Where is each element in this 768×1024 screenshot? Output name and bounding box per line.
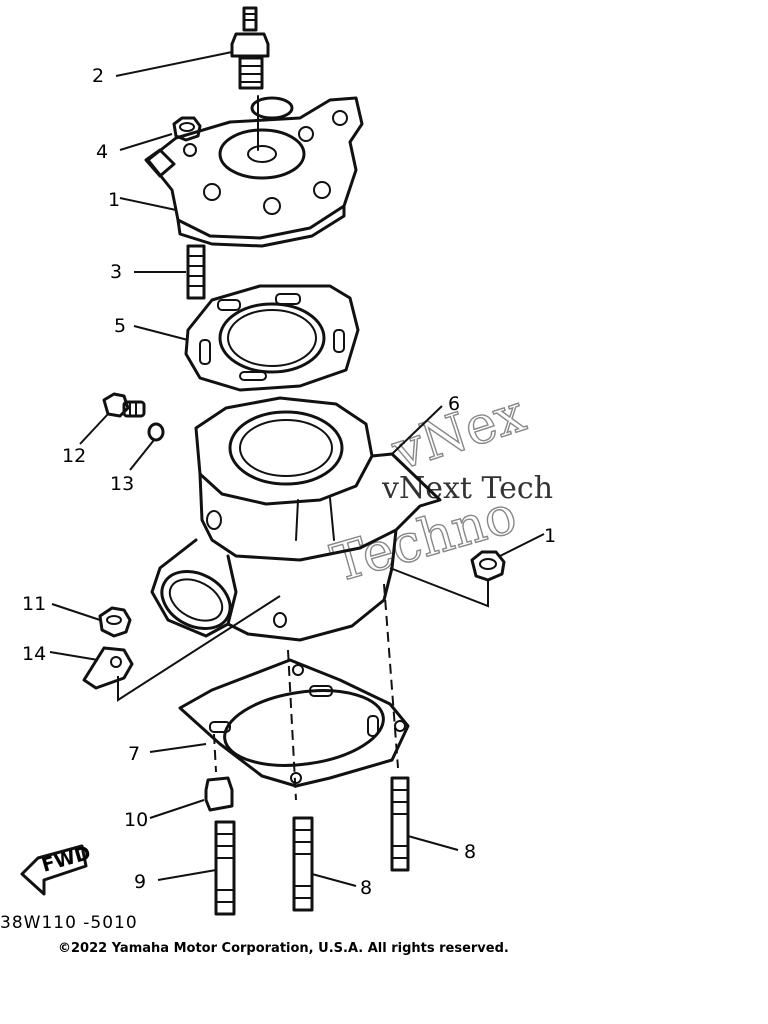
stud-bolt	[186, 244, 206, 300]
watermark: vNex vNext Tech Techno	[324, 383, 553, 595]
callout-6: 6	[448, 393, 460, 415]
callout-7: 7	[128, 743, 140, 765]
cylinder-nut-right	[470, 550, 506, 582]
callout-9: 9	[134, 871, 146, 893]
base-gasket	[178, 658, 410, 788]
callout-10: 10	[124, 809, 148, 831]
washer	[147, 422, 165, 442]
callout-11: 11	[22, 593, 46, 615]
cylinder-nut-left	[98, 606, 132, 638]
watermark-line-2: vNext Tech	[381, 471, 553, 506]
callout-2: 2	[92, 65, 104, 87]
forward-arrow-icon: FWD	[20, 842, 93, 896]
stud-left	[214, 820, 236, 916]
callout-5: 5	[114, 315, 126, 337]
copyright-notice: ©2022 Yamaha Motor Corporation, U.S.A. A…	[58, 941, 509, 956]
callout-8-middle: 8	[360, 877, 372, 899]
diagram-code: 38W110 -5010	[0, 913, 138, 933]
stud-middle	[292, 816, 314, 912]
dowel-pin	[204, 776, 234, 812]
callout-13: 13	[110, 473, 134, 495]
callout-3: 3	[110, 261, 122, 283]
callout-12: 12	[62, 445, 86, 467]
mounting-plate	[82, 646, 134, 690]
head-gasket	[184, 284, 360, 392]
bolt	[102, 392, 146, 418]
callout-8-right: 8	[464, 841, 476, 863]
callout-14: 14	[22, 643, 46, 665]
cylinder-head	[144, 95, 364, 248]
stud-right	[390, 776, 410, 872]
callout-1-right: 1	[544, 525, 556, 547]
callout-1: 1	[108, 189, 120, 211]
callout-4: 4	[96, 141, 108, 163]
spark-plug	[230, 6, 270, 90]
